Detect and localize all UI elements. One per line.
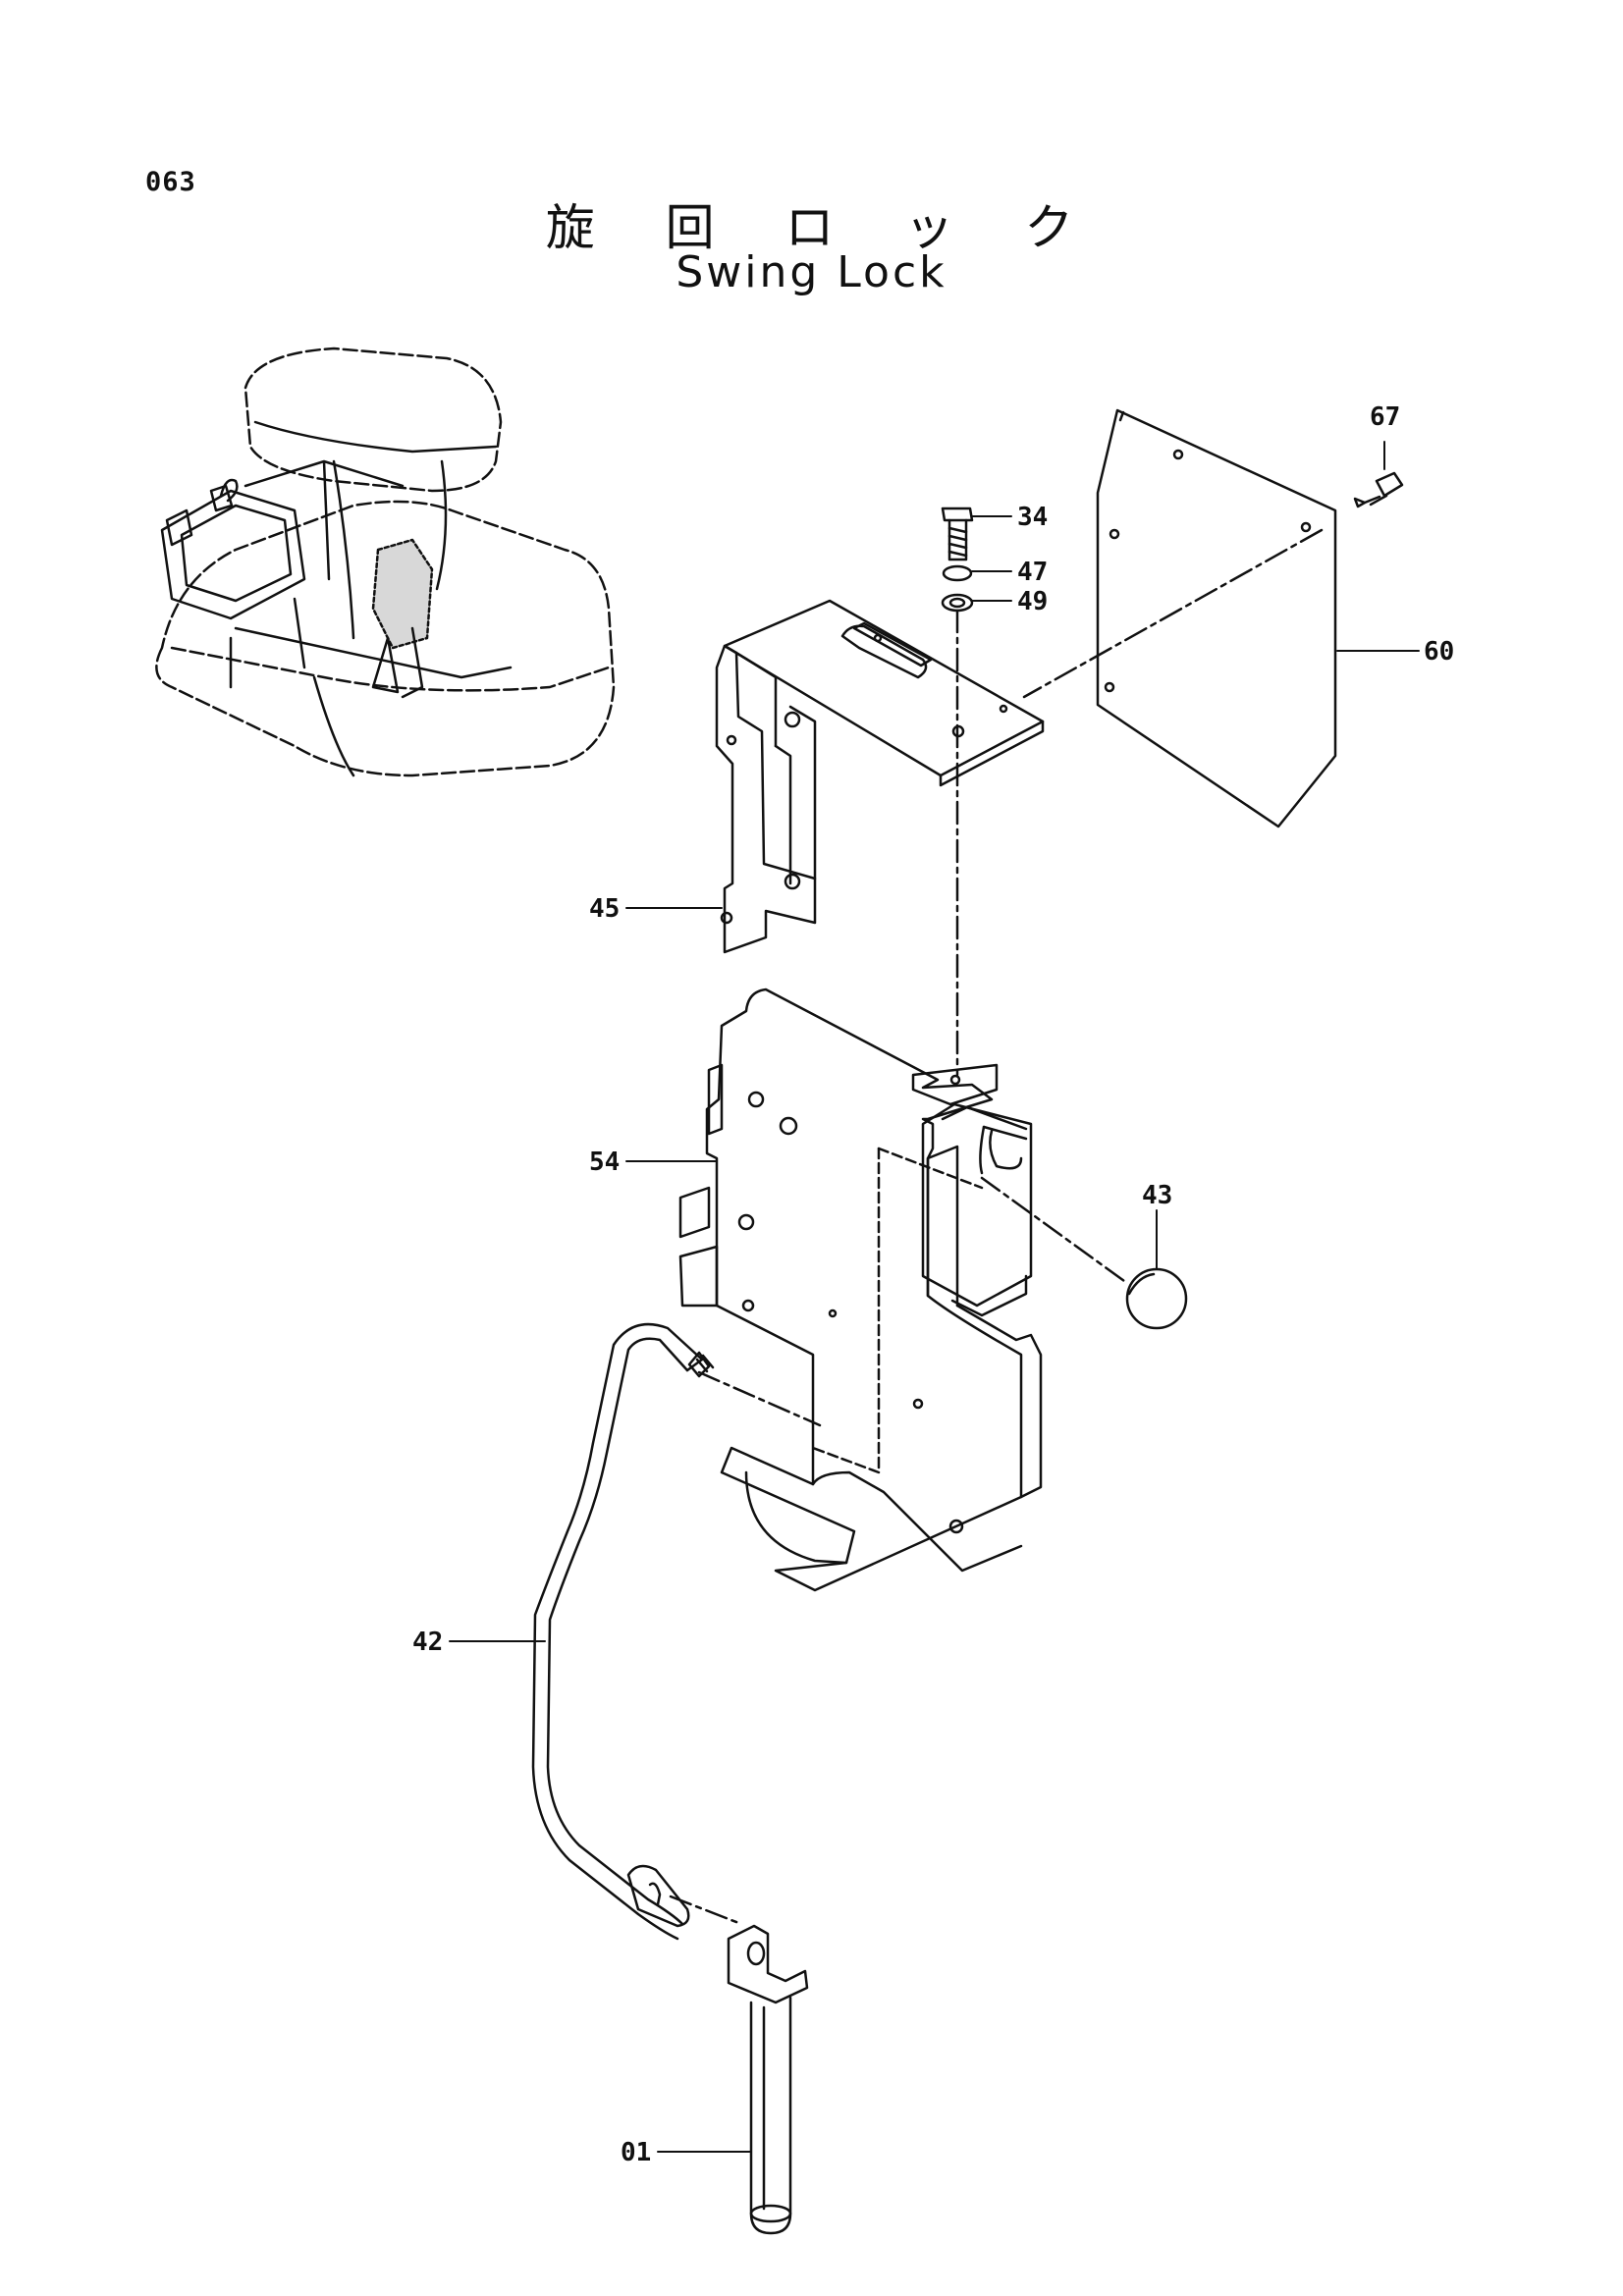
pin-part-01 xyxy=(729,1926,807,2233)
title-english: Swing Lock xyxy=(676,247,947,297)
mount-bracket-part-54 xyxy=(680,989,1124,1590)
bracket-part-45 xyxy=(717,601,1043,952)
callout-67: 67 xyxy=(1370,402,1401,432)
page-number: 063 xyxy=(145,167,196,197)
callout-54: 54 xyxy=(589,1148,621,1177)
callout-45: 45 xyxy=(589,894,621,924)
callout-60: 60 xyxy=(1424,637,1455,667)
title-japanese: 旋 回 ロ ッ ク xyxy=(545,199,1102,256)
callout-43: 43 xyxy=(1142,1181,1173,1210)
callout-49: 49 xyxy=(1017,587,1049,616)
callout-42: 42 xyxy=(412,1628,444,1657)
lever-part-42 xyxy=(533,1324,820,1939)
knob-part-43 xyxy=(1127,1269,1186,1328)
callout-34: 34 xyxy=(1017,503,1049,532)
callout-01: 01 xyxy=(621,2138,652,2167)
fasteners-34-47-49 xyxy=(943,508,972,1075)
callout-leaders xyxy=(450,442,1419,2152)
callout-47: 47 xyxy=(1017,558,1049,587)
bolt-part-67 xyxy=(1355,473,1402,507)
cover-plate-part-60 xyxy=(1024,410,1335,827)
machine-overview-sketch xyxy=(156,348,614,775)
